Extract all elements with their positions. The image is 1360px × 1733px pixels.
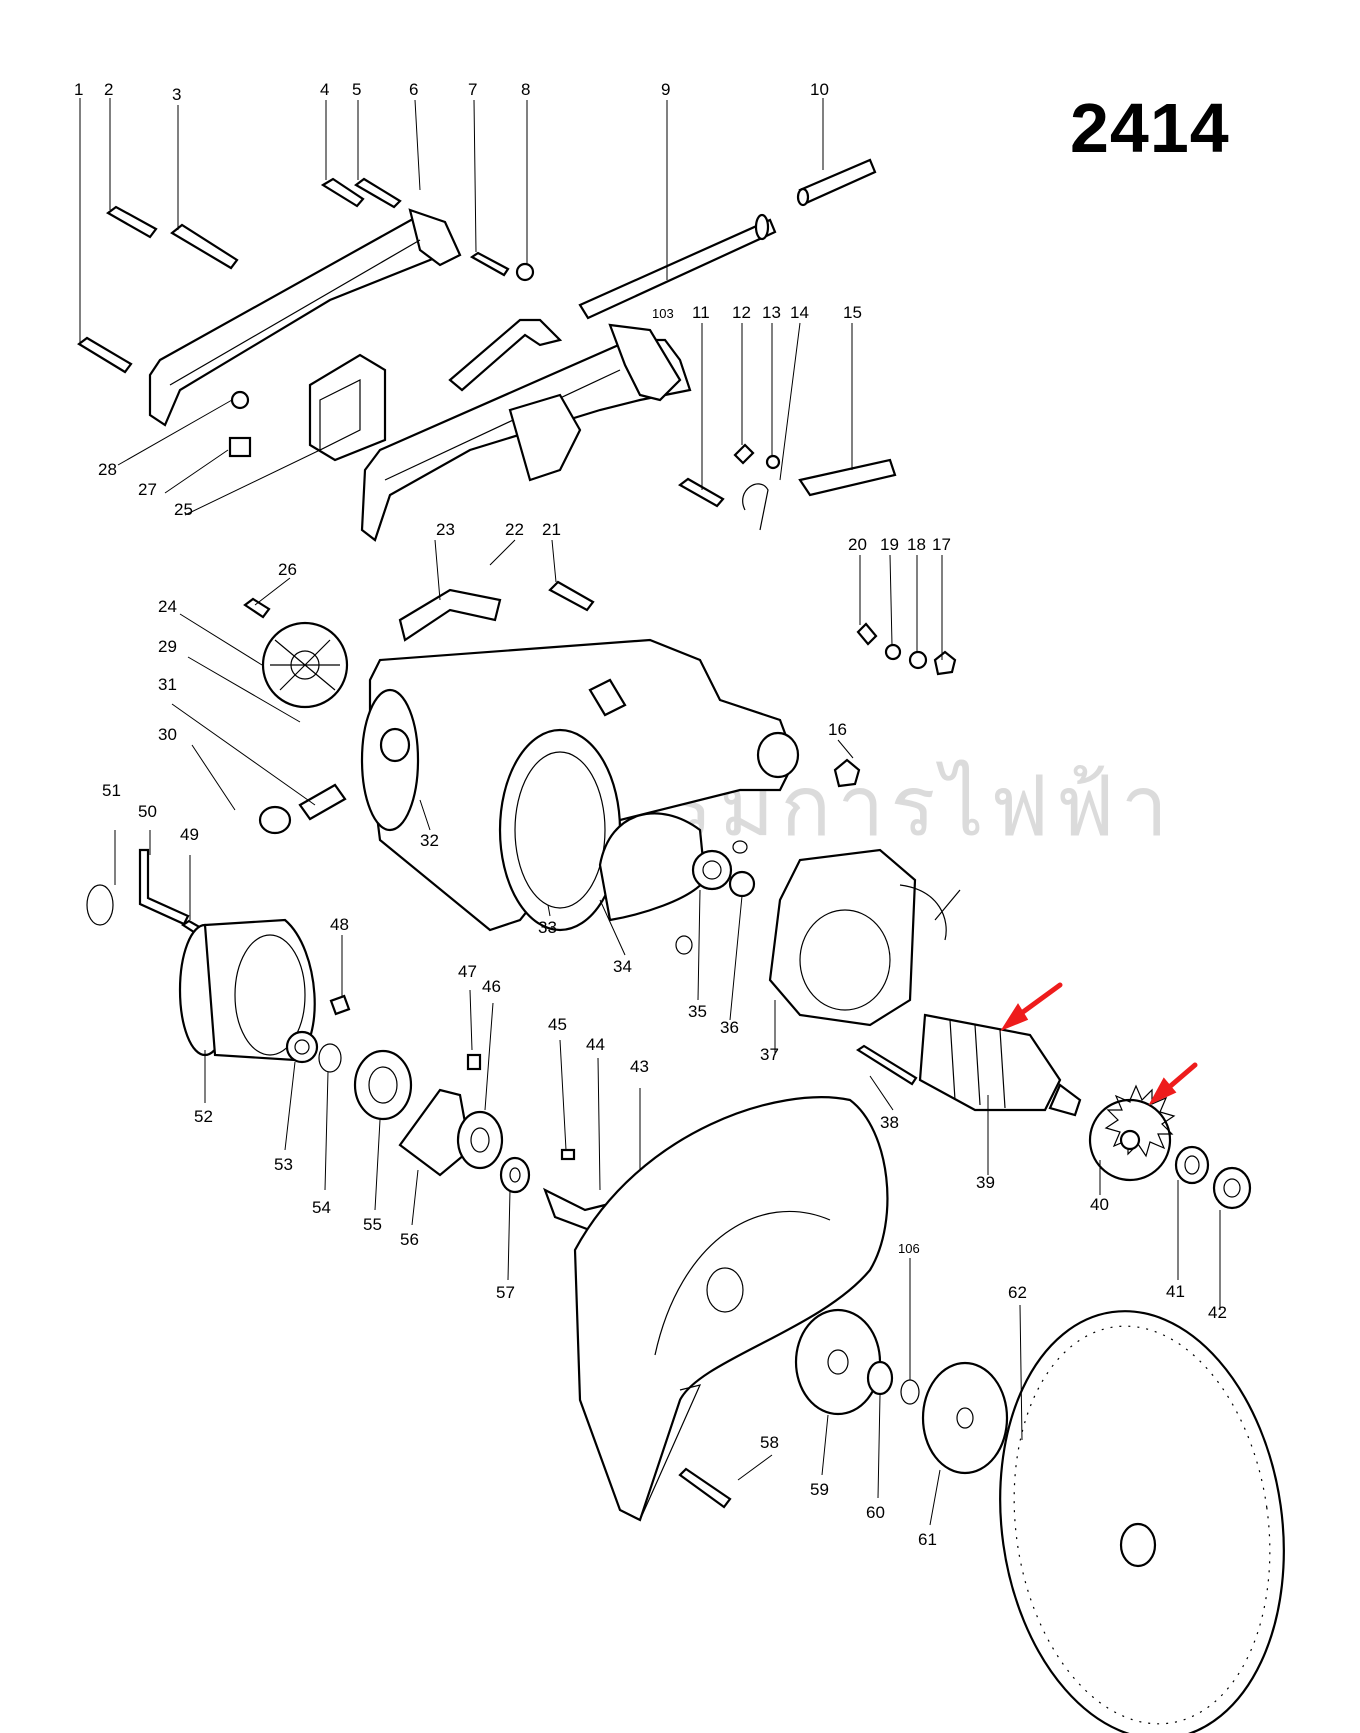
callout-56: 56 [400,1230,419,1249]
callout-14: 14 [790,303,809,322]
blade-assembly [573,1096,1285,1733]
fan-40 [1088,1084,1176,1182]
handle-assembly [77,158,877,542]
callout-27: 27 [138,480,157,499]
callout-106: 106 [898,1241,920,1256]
motor-internals [598,812,1252,1210]
callout-10: 10 [810,80,829,99]
callout-103: 103 [652,306,674,321]
callout-19: 19 [880,535,899,554]
callout-62: 62 [1008,1283,1027,1302]
callout-8: 8 [521,80,530,99]
callout-55: 55 [363,1215,382,1234]
callout-39: 39 [976,1173,995,1192]
callout-33: 33 [538,918,557,937]
callout-22: 22 [505,520,524,539]
callout-40: 40 [1090,1195,1109,1214]
callout-44: 44 [586,1035,605,1054]
callout-61: 61 [918,1530,937,1549]
callout-45: 45 [548,1015,567,1034]
arrow-to-armature-39 [1000,982,1063,1032]
callout-4: 4 [320,80,329,99]
callout-34: 34 [613,957,632,976]
callout-52: 52 [194,1107,213,1126]
highlight-arrows [1000,982,1198,1106]
callout-29: 29 [158,637,177,656]
callout-31: 31 [158,675,177,694]
callout-35: 35 [688,1002,707,1021]
callout-38: 38 [880,1113,899,1132]
callout-37: 37 [760,1045,779,1064]
leader-lines [79,98,1221,1526]
callout-13: 13 [762,303,781,322]
callout-28: 28 [98,460,117,479]
callout-60: 60 [866,1503,885,1522]
callout-59: 59 [810,1480,829,1499]
callout-1: 1 [74,80,83,99]
callout-48: 48 [330,915,349,934]
callout-15: 15 [843,303,862,322]
callout-5: 5 [352,80,361,99]
callout-58: 58 [760,1433,779,1452]
callout-24: 24 [158,597,177,616]
callout-20: 20 [848,535,867,554]
model-number: 2414 [1070,89,1230,167]
callout-53: 53 [274,1155,293,1174]
callout-54: 54 [312,1198,331,1217]
callout-30: 30 [158,725,177,744]
callout-47: 47 [458,962,477,981]
callout-numbers: 1 2 3 4 5 6 7 8 9 10 11 12 13 14 15 16 1… [74,80,1227,1549]
motor-housing [243,580,957,932]
callout-3: 3 [172,85,181,104]
callout-25: 25 [174,500,193,519]
callout-42: 42 [1208,1303,1227,1322]
callout-17: 17 [932,535,951,554]
callout-11: 11 [692,303,710,322]
callout-12: 12 [732,303,751,322]
callout-57: 57 [496,1283,515,1302]
callout-7: 7 [468,80,477,99]
callout-2: 2 [104,80,113,99]
callout-32: 32 [420,831,439,850]
callout-46: 46 [482,977,501,996]
callout-26: 26 [278,560,297,579]
callout-36: 36 [720,1018,739,1037]
callout-9: 9 [661,80,670,99]
callout-49: 49 [180,825,199,844]
callout-6: 6 [409,80,418,99]
callout-51: 51 [102,781,121,800]
arrow-to-fan-40 [1148,1062,1198,1106]
latch-parts [677,443,897,531]
callout-50: 50 [138,802,157,821]
callout-21: 21 [542,520,561,539]
callout-41: 41 [1166,1282,1185,1301]
callout-16: 16 [828,720,847,739]
callout-43: 43 [630,1057,649,1076]
callout-18: 18 [907,535,926,554]
callout-23: 23 [436,520,455,539]
